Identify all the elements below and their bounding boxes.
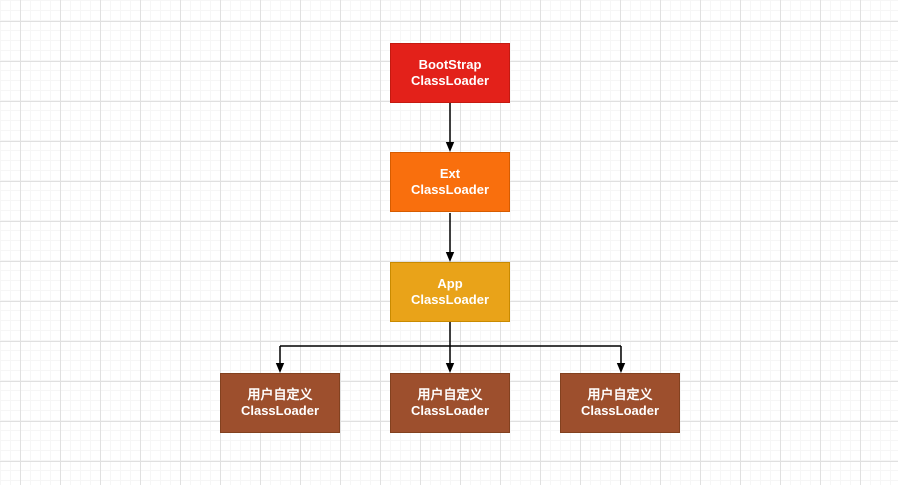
node-label-line2: ClassLoader bbox=[410, 292, 490, 307]
connector-bootstrap-to-ext[interactable] bbox=[445, 103, 455, 152]
arrowhead-icon bbox=[275, 363, 285, 373]
node-label-line1: 用户自定义 bbox=[417, 387, 483, 402]
arrowhead-icon bbox=[445, 142, 455, 152]
node-label-line2: ClassLoader bbox=[410, 403, 490, 418]
connector-app-to-custom-loaders[interactable] bbox=[275, 322, 626, 373]
node-bootstrap-classloader[interactable]: BootStrap ClassLoader bbox=[390, 43, 510, 103]
node-label-line1: BootStrap bbox=[418, 57, 482, 72]
arrowhead-icon bbox=[616, 363, 626, 373]
node-label-line1: 用户自定义 bbox=[587, 387, 653, 402]
node-label-line2: ClassLoader bbox=[240, 403, 320, 418]
node-ext-classloader[interactable]: Ext ClassLoader bbox=[390, 152, 510, 212]
connector-line bbox=[279, 322, 622, 364]
arrowhead-icon bbox=[445, 363, 455, 373]
arrowhead-icon bbox=[445, 252, 455, 262]
node-label-line2: ClassLoader bbox=[580, 403, 660, 418]
node-label-line1: 用户自定义 bbox=[247, 387, 313, 402]
node-custom-classloader-2[interactable]: 用户自定义 ClassLoader bbox=[390, 373, 510, 433]
node-label-line2: ClassLoader bbox=[410, 73, 490, 88]
node-label-line1: App bbox=[437, 276, 463, 291]
node-label-line1: Ext bbox=[439, 166, 461, 181]
node-custom-classloader-3[interactable]: 用户自定义 ClassLoader bbox=[560, 373, 680, 433]
node-app-classloader[interactable]: App ClassLoader bbox=[390, 262, 510, 322]
connector-ext-to-app[interactable] bbox=[445, 213, 455, 262]
node-label-line2: ClassLoader bbox=[410, 182, 490, 197]
node-custom-classloader-1[interactable]: 用户自定义 ClassLoader bbox=[220, 373, 340, 433]
